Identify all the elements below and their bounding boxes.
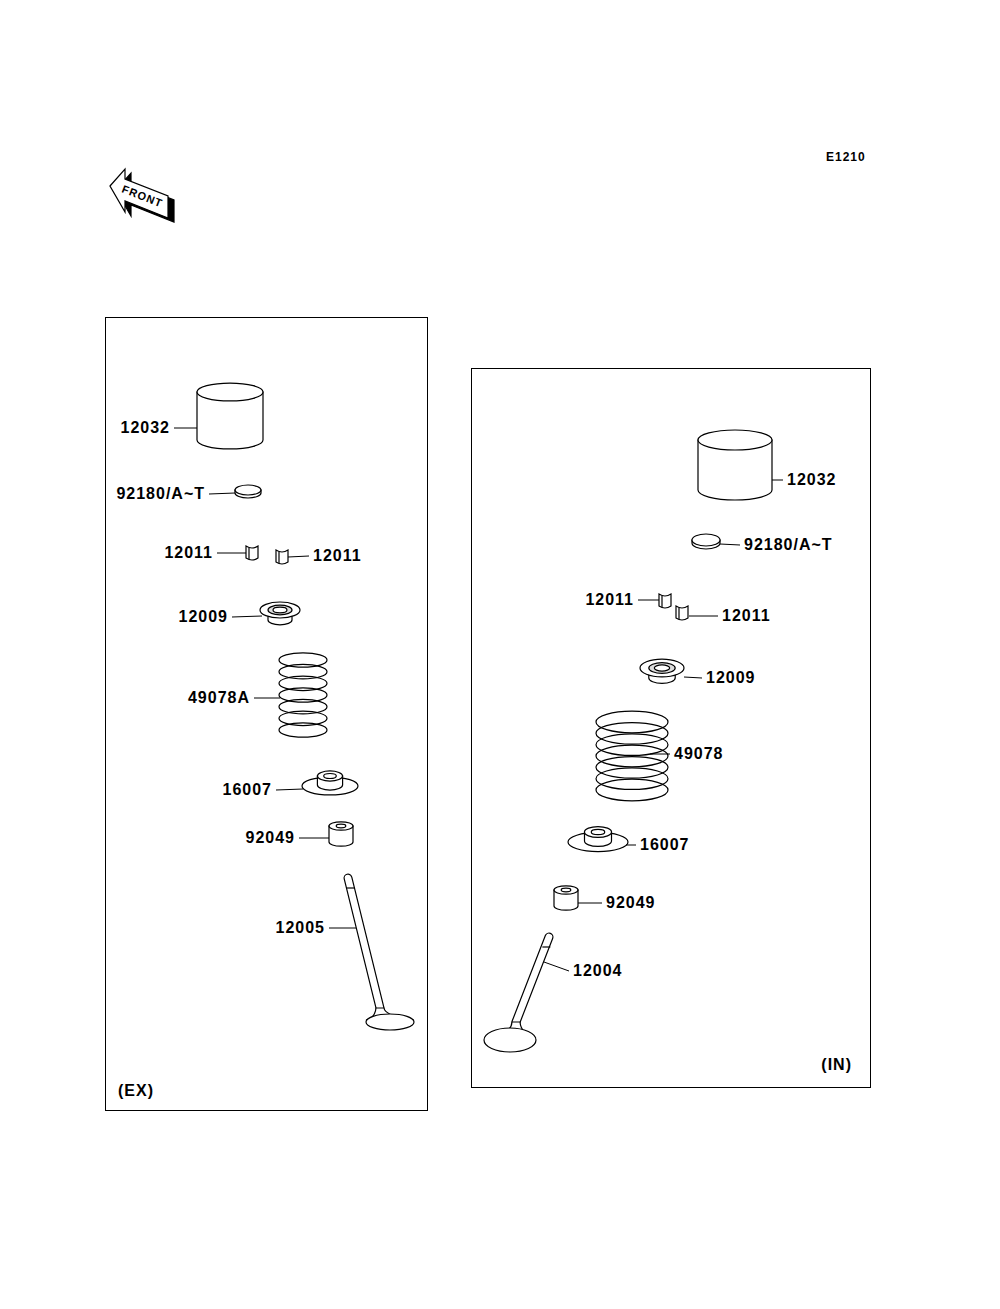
shim-top xyxy=(692,534,720,546)
groove xyxy=(542,946,550,947)
valve-lifter xyxy=(698,430,772,500)
seat-top xyxy=(585,827,612,838)
callout-number: 12011 xyxy=(164,544,213,562)
valve-spring xyxy=(596,711,668,801)
seal-top xyxy=(554,886,578,894)
spring-coil xyxy=(596,779,668,801)
retainer-flange xyxy=(640,659,684,677)
callout-number: 12009 xyxy=(179,608,229,626)
panel-box: (EX) xyxy=(105,317,428,1111)
callout-number: 12005 xyxy=(276,919,326,937)
front-arrow xyxy=(110,169,174,222)
valve-spring xyxy=(279,653,327,737)
retainer-hole xyxy=(654,665,669,671)
leader-line xyxy=(650,754,670,755)
seal-top xyxy=(329,822,353,830)
callout-number: 12032 xyxy=(121,419,171,437)
retainer-ring xyxy=(649,663,675,674)
callout-number: 92180/A~T xyxy=(116,485,205,503)
retainer-flange xyxy=(260,602,300,618)
callout-number: 12011 xyxy=(585,591,634,609)
valve-keeper xyxy=(676,606,688,620)
valve-keeper xyxy=(659,594,671,608)
valve-stem xyxy=(516,937,549,1022)
panel-title: (IN) xyxy=(821,1056,852,1074)
leader-line xyxy=(772,480,783,481)
leader-line xyxy=(578,903,602,904)
valve-stem xyxy=(348,878,380,1008)
keeper-edge xyxy=(678,608,679,619)
leader-line xyxy=(329,928,356,929)
seat-hole xyxy=(324,773,337,778)
lifter-top xyxy=(698,430,772,450)
spring-coil xyxy=(279,723,327,737)
spring-retainer xyxy=(640,659,684,683)
valve-head xyxy=(366,1014,414,1030)
seat-hole xyxy=(591,829,605,834)
valve-keeper xyxy=(276,550,288,564)
leader-line xyxy=(544,962,569,971)
leader-line xyxy=(174,428,197,429)
callout-number: 16007 xyxy=(223,781,273,799)
leader-line xyxy=(720,544,740,545)
keeper-body xyxy=(676,606,688,620)
leader-lines xyxy=(174,428,783,971)
callout-number: 12009 xyxy=(706,669,756,687)
keeper-body xyxy=(246,546,258,560)
valve-lifter xyxy=(197,383,263,449)
callout-number: 16007 xyxy=(640,836,690,854)
keeper-body xyxy=(276,550,288,564)
valve xyxy=(484,937,550,1052)
retainer-hole xyxy=(273,607,287,613)
leader-line xyxy=(254,698,280,699)
shim xyxy=(235,485,261,498)
lifter-top xyxy=(197,383,263,401)
stem-seal xyxy=(554,886,578,910)
callout-number: 49078A xyxy=(188,689,250,707)
valve-head xyxy=(484,1028,536,1052)
callout-number: 92180/A~T xyxy=(744,536,833,554)
leader-line xyxy=(638,600,659,601)
retainer-ring xyxy=(268,605,292,615)
valve-stem-outline xyxy=(348,878,380,1008)
leader-line xyxy=(276,789,303,790)
stem-seal xyxy=(329,822,353,846)
callout-number: 12032 xyxy=(787,471,837,489)
leader-line xyxy=(217,553,246,554)
leader-line xyxy=(299,838,329,839)
valve-keeper xyxy=(246,546,258,560)
leader-line xyxy=(684,677,702,678)
spring-retainer xyxy=(260,602,300,625)
leader-line xyxy=(626,845,636,846)
callout-number: 49078 xyxy=(674,745,724,763)
leader-line xyxy=(232,616,262,617)
panel-title: (EX) xyxy=(118,1082,154,1100)
leader-line xyxy=(288,556,309,557)
arrow-face xyxy=(110,169,168,218)
leader-line xyxy=(689,616,718,617)
seat-top xyxy=(317,771,342,781)
callout-number: 92049 xyxy=(606,894,656,912)
keeper-body xyxy=(659,594,671,608)
keeper-edge xyxy=(278,552,279,563)
callout-number: 12004 xyxy=(573,962,623,980)
valve-stem-outline xyxy=(516,937,549,1022)
seal-hole xyxy=(336,824,346,828)
seal-hole xyxy=(561,888,571,892)
valve xyxy=(347,878,414,1030)
keeper-edge xyxy=(661,596,662,607)
keeper-edge xyxy=(248,548,249,559)
spring-seat xyxy=(568,827,628,852)
figure-code: E1210 xyxy=(826,148,866,166)
shim xyxy=(692,534,720,549)
spring-seat xyxy=(302,771,358,795)
leader-line xyxy=(209,493,235,494)
callout-number: 92049 xyxy=(246,829,296,847)
callout-number: 12011 xyxy=(722,607,771,625)
callout-number: 12011 xyxy=(313,547,362,565)
shim-top xyxy=(235,485,261,495)
groove xyxy=(347,887,355,888)
